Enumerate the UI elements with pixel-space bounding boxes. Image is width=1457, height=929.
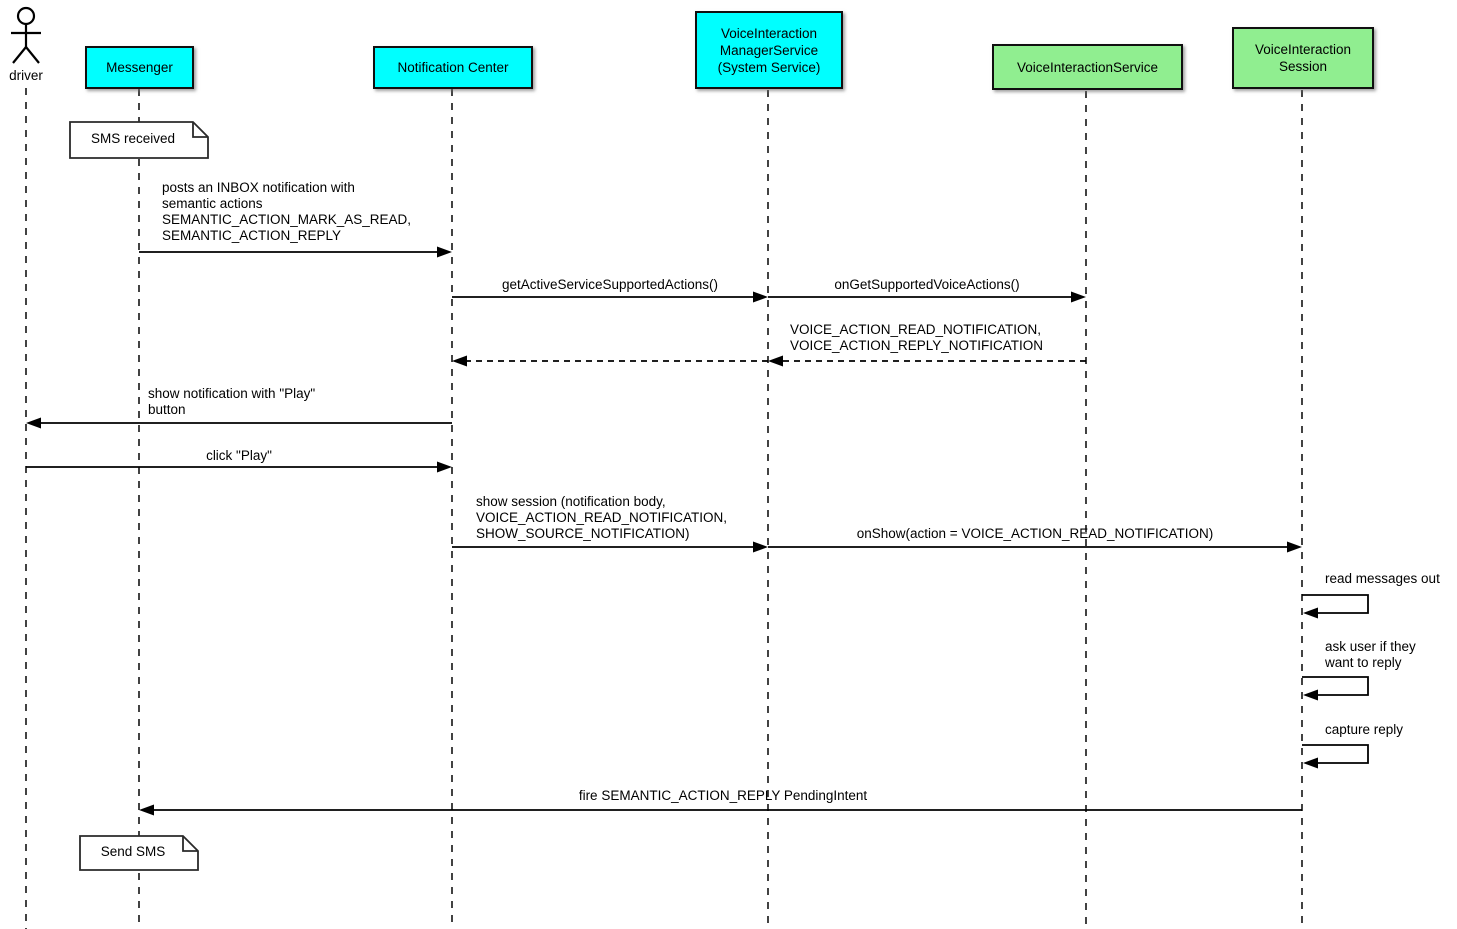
arrow-return-to-notification-center [452, 355, 768, 367]
note-send-sms-label: Send SMS [100, 844, 166, 859]
message-show-session-label: show session (notification body, VOICE_A… [476, 494, 728, 541]
arrow-show-session [452, 541, 768, 553]
message-show-notification-label: show notification with "Play" button [148, 386, 316, 417]
note-sms-received-label: SMS received [90, 131, 176, 146]
participant-voice-interaction-service: VoiceInteractionService [992, 44, 1183, 90]
message-fire-reply-label: fire SEMANTIC_ACTION_REPLY PendingIntent [578, 788, 868, 803]
arrow-on-get-supported [768, 291, 1086, 303]
arrow-click-play [26, 461, 452, 473]
arrow-capture-reply-self [1302, 744, 1369, 769]
arrow-show-notification [26, 417, 452, 429]
arrow-ask-user-self [1302, 676, 1369, 701]
message-post-inbox-label: posts an INBOX notification with semanti… [162, 180, 412, 243]
arrow-get-active-actions [452, 291, 768, 303]
actor-figure [11, 6, 41, 64]
participant-voice-interaction-manager-service: VoiceInteraction ManagerService (System … [695, 11, 843, 89]
arrow-voice-actions-return [768, 355, 1086, 367]
participant-notification-center: Notification Center [373, 46, 533, 89]
arrow-post-inbox [139, 246, 452, 258]
actor-driver-label: driver [9, 68, 43, 83]
message-get-active-actions-label: getActiveServiceSupportedActions() [501, 277, 719, 292]
message-capture-reply-label: capture reply [1325, 722, 1404, 737]
participant-messenger: Messenger [85, 46, 194, 89]
actor-head [16, 6, 36, 26]
arrow-on-show [768, 541, 1302, 553]
arrow-read-messages-self [1302, 594, 1369, 619]
message-click-play-label: click "Play" [206, 448, 272, 463]
message-on-get-supported-label: onGetSupportedVoiceActions() [834, 277, 1020, 292]
message-ask-user-label: ask user if they want to reply [1325, 639, 1416, 670]
message-voice-actions-return-label: VOICE_ACTION_READ_NOTIFICATION, VOICE_AC… [790, 322, 1044, 353]
participant-voice-interaction-session: VoiceInteraction Session [1232, 27, 1374, 89]
note-sms-received [69, 121, 209, 159]
note-send-sms [79, 835, 199, 871]
message-read-messages-label: read messages out [1325, 571, 1440, 586]
arrow-fire-reply [139, 804, 1302, 816]
message-on-show-label: onShow(action = VOICE_ACTION_READ_NOTIFI… [856, 526, 1214, 541]
